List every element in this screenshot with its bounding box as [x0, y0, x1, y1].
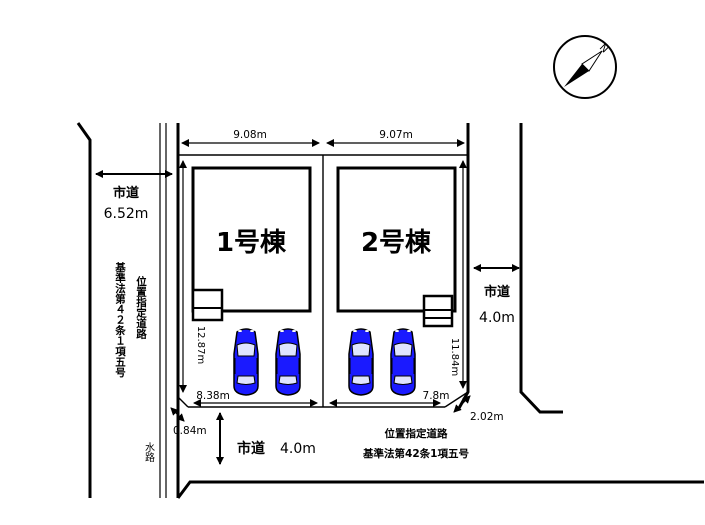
lot1-depth: 12.87m	[195, 326, 206, 364]
east-road-width: 4.0m	[479, 310, 515, 326]
car-icon	[275, 328, 301, 396]
west-road-name: 市道	[113, 185, 139, 201]
south-designation: 基準法第42条1項五号	[362, 447, 469, 460]
waterway-width: 0.84m	[173, 425, 207, 437]
west-designated-road: 位置指定道路	[135, 275, 147, 340]
dimension-lines	[170, 139, 471, 422]
lot1-width-top: 9.08m	[233, 129, 267, 141]
lot2-width-bottom: 7.8m	[423, 390, 450, 402]
lot1-width-bottom: 8.38m	[196, 390, 230, 402]
west-road-width: 6.52m	[104, 206, 149, 222]
building-2	[336, 166, 457, 313]
car-icon	[348, 328, 374, 396]
car-icon	[390, 328, 416, 396]
building-1	[191, 166, 312, 313]
compass-icon: N	[553, 35, 617, 99]
car-icon	[233, 328, 259, 396]
south-road-name: 市道	[237, 440, 265, 457]
road-width-arrows	[95, 170, 520, 465]
building-1-label: 1号棟	[216, 228, 287, 258]
east-road-name: 市道	[484, 284, 510, 300]
lot2-width-top: 9.07m	[379, 129, 413, 141]
west-designation: 基準法第４２条１項五号	[114, 261, 126, 378]
lot2-depth: 11.84m	[449, 338, 460, 376]
waterway-label: 水路	[143, 442, 155, 463]
entrance-1	[191, 288, 224, 322]
corner-cut-label: 2.02m	[470, 411, 504, 423]
south-road-width: 4.0m	[280, 441, 316, 457]
road-edges	[76, 122, 704, 499]
building-2-label: 2号棟	[361, 228, 432, 258]
south-designated-road: 位置指定道路	[385, 427, 448, 440]
